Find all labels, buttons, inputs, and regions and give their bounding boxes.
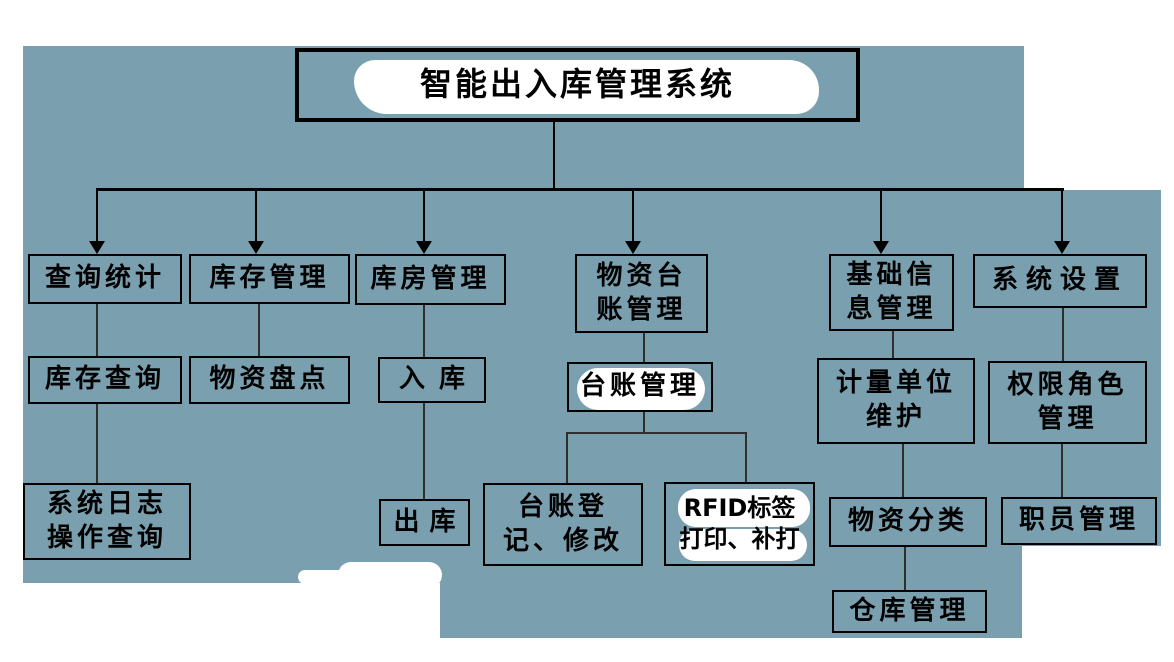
- connector-line: [258, 304, 260, 356]
- node-label: 系统设置: [991, 265, 1128, 296]
- connector-line: [902, 444, 904, 497]
- connector-line: [96, 404, 98, 483]
- connector-line: [892, 331, 894, 358]
- connector-line: [423, 305, 425, 357]
- whiteout-blob: [354, 60, 819, 114]
- node-material-stocktaking: 物资盘点: [189, 356, 350, 404]
- arrow-down-icon: [873, 241, 889, 254]
- connector-line: [745, 432, 747, 482]
- node-staff-management: 职员管理: [1001, 497, 1157, 545]
- node-label: 查询统计: [44, 263, 165, 294]
- whiteout-blob: [679, 529, 807, 561]
- node-outbound: 出库: [379, 499, 470, 546]
- connector-line: [1061, 444, 1063, 497]
- node-storeroom-management: 库房管理: [355, 254, 506, 305]
- connector-line: [566, 432, 568, 483]
- node-label: 库存管理: [209, 263, 330, 294]
- node-label: 物资台 账管理: [596, 260, 687, 325]
- connector-line: [904, 547, 906, 590]
- arrow-down-icon: [625, 241, 641, 254]
- node-label: 权限角色 管理: [1007, 369, 1128, 434]
- node-label: 智能出入库管理系统: [419, 65, 735, 104]
- connector-line: [96, 304, 98, 356]
- background-panel-bottom-center: [440, 546, 1022, 638]
- connector-line: [566, 432, 747, 434]
- node-material-ledger-management: 物资台 账管理: [575, 254, 708, 333]
- node-measure-unit-maintenance: 计量单位 维护: [817, 358, 975, 444]
- arrow-down-icon: [89, 241, 105, 254]
- node-label: 计量单位 维护: [835, 368, 956, 432]
- node-ledger-management: 台账管理: [567, 362, 713, 412]
- node-label: 库存查询: [44, 364, 165, 395]
- connector-line: [643, 412, 645, 432]
- node-label: RFID标签 打印、补打: [679, 493, 800, 553]
- connector-main-horizontal: [96, 188, 1064, 191]
- whiteout-blob: [577, 368, 705, 410]
- connector-branch-drop: [1061, 190, 1063, 242]
- node-warehouse-management: 仓库管理: [832, 590, 987, 633]
- node-label: 台账登 记、修改: [502, 491, 623, 556]
- node-query-statistics: 查询统计: [28, 254, 182, 304]
- node-ledger-register-modify: 台账登 记、修改: [483, 483, 643, 566]
- node-label: 基础信 息管理: [846, 259, 937, 324]
- arrow-down-icon: [416, 241, 432, 254]
- node-system-log-operation-query: 系统日志 操作查询: [23, 483, 191, 560]
- node-label: 物资盘点: [209, 364, 330, 395]
- node-basic-info-management: 基础信 息管理: [829, 254, 954, 331]
- node-rfid-label-print-reprint: RFID标签 打印、补打: [664, 482, 815, 566]
- whiteout-blob: [338, 562, 442, 588]
- node-label: 仓库管理: [849, 595, 970, 626]
- node-label: 职员管理: [1018, 505, 1139, 536]
- connector-line: [423, 403, 425, 499]
- connector-branch-drop: [96, 190, 98, 242]
- connector-branch-drop: [632, 190, 634, 242]
- node-material-classification: 物资分类: [829, 497, 987, 547]
- node-root-title: 智能出入库管理系统: [295, 48, 860, 122]
- node-label: 入库: [398, 364, 479, 395]
- node-label: 系统日志 操作查询: [46, 488, 167, 553]
- node-label: 物资分类: [847, 506, 968, 537]
- connector-branch-drop: [423, 190, 425, 242]
- whiteout-blob: [678, 489, 810, 527]
- node-label: 出库: [393, 506, 466, 537]
- node-inbound: 入库: [378, 357, 486, 403]
- node-system-settings: 系统设置: [973, 254, 1147, 308]
- node-label: 台账管理: [579, 371, 700, 402]
- node-inventory-management: 库存管理: [189, 254, 350, 304]
- node-inventory-query: 库存查询: [28, 356, 182, 404]
- connector-line: [1062, 308, 1064, 361]
- arrow-down-icon: [248, 241, 264, 254]
- node-label: 库房管理: [370, 263, 491, 294]
- connector-branch-drop: [255, 190, 257, 242]
- connector-root-drop: [553, 122, 555, 190]
- connector-branch-drop: [880, 190, 882, 242]
- connector-line: [643, 333, 645, 362]
- node-permission-role-management: 权限角色 管理: [988, 361, 1147, 444]
- arrow-down-icon: [1054, 241, 1070, 254]
